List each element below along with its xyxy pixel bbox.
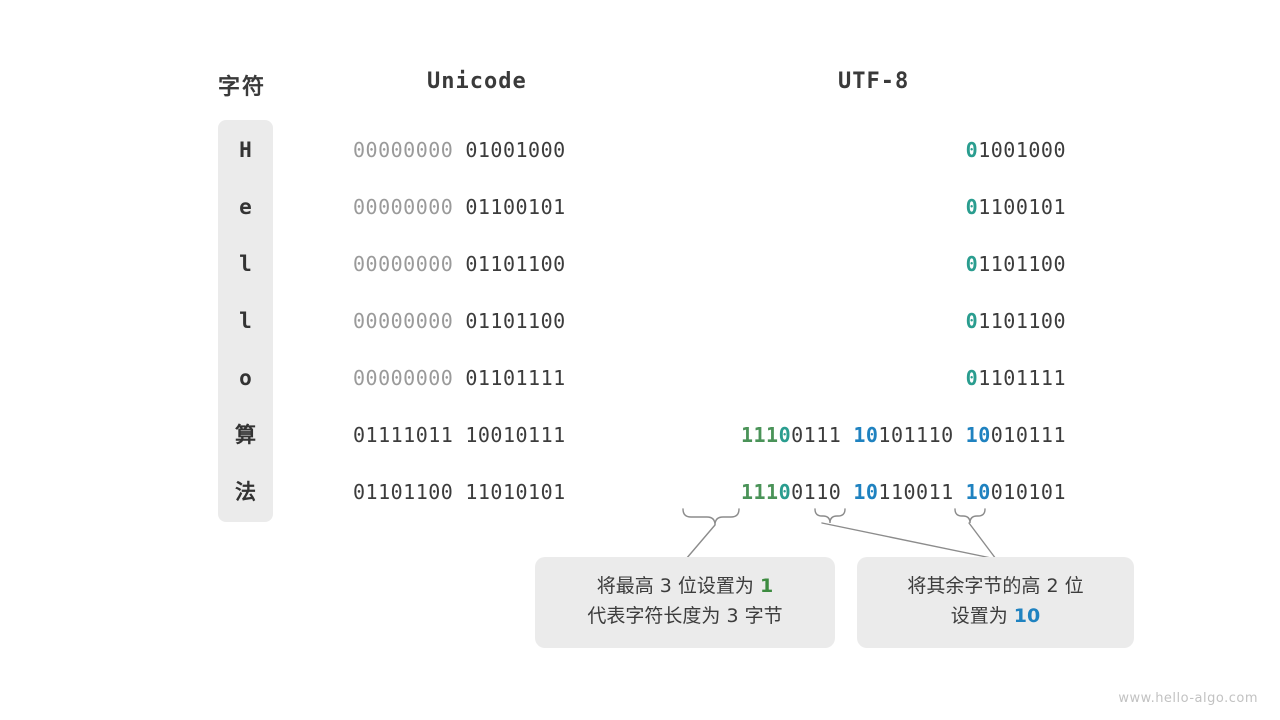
unicode-byte-1: 00000000 [353, 252, 454, 276]
unicode-byte-2: 01101100 [465, 309, 566, 333]
note-text: 设置为 [950, 605, 1014, 627]
utf8-continuation-marker: 10 [965, 423, 991, 447]
utf8-payload: 1100101 [978, 195, 1066, 219]
note-leading-byte: 将最高 3 位设置为 1 代表字符长度为 3 字节 [535, 557, 835, 648]
note-highlight: 1 [759, 575, 774, 597]
utf8-payload: 1001000 [978, 138, 1066, 162]
utf8-payload: 1101100 [978, 309, 1066, 333]
utf8-binary-row: 01101100 [966, 236, 1066, 293]
character-cell: l [239, 309, 252, 333]
utf8-lead-marker: 0 [965, 195, 979, 219]
utf8-binary-row: 01100101 [966, 179, 1066, 236]
unicode-byte-1: 01101100 [353, 480, 454, 504]
unicode-byte-2: 01101111 [465, 366, 566, 390]
unicode-byte-2: 01001000 [465, 138, 566, 162]
unicode-binary-row: 00000000 01101111 [353, 350, 566, 407]
utf8-payload: 101110 [878, 423, 954, 447]
utf8-binary-row: 01101111 [966, 350, 1066, 407]
utf8-length-terminator: 0 [778, 423, 792, 447]
unicode-byte-1: 01111011 [353, 423, 454, 447]
utf8-continuation-marker: 10 [853, 480, 879, 504]
utf8-lead-marker: 0 [965, 252, 979, 276]
note-line: 将最高 3 位设置为 1 [557, 571, 813, 601]
character-column-panel [218, 120, 273, 522]
note-line: 将其余字节的高 2 位 [907, 575, 1084, 597]
unicode-byte-1: 00000000 [353, 195, 454, 219]
utf8-length-marker: 111 [740, 480, 779, 504]
utf8-lead-marker: 0 [965, 138, 979, 162]
unicode-byte-2: 01101100 [465, 252, 566, 276]
unicode-binary-row: 00000000 01001000 [353, 122, 566, 179]
utf8-payload: 110011 [878, 480, 954, 504]
brace-leading-byte [682, 508, 740, 526]
note-continuation-bytes: 将其余字节的高 2 位 设置为 10 [857, 557, 1134, 648]
character-cell: l [239, 252, 252, 276]
character-cell: 算 [235, 423, 256, 447]
note-text: 将最高 3 位设置为 [596, 575, 760, 597]
unicode-binary-row: 00000000 01101100 [353, 236, 566, 293]
unicode-byte-2: 10010111 [465, 423, 566, 447]
watermark: www.hello-algo.com [1118, 691, 1258, 706]
unicode-byte-1: 00000000 [353, 366, 454, 390]
utf8-continuation-marker: 10 [965, 480, 991, 504]
utf8-payload: 1101111 [978, 366, 1066, 390]
column-header-character: 字符 [218, 75, 267, 100]
leader-line-3 [968, 522, 997, 560]
unicode-byte-2: 01100101 [465, 195, 566, 219]
utf8-length-marker: 111 [740, 423, 779, 447]
unicode-binary-row: 01101100 11010101 [353, 464, 566, 521]
leader-line-1 [685, 524, 716, 560]
unicode-binary-row: 00000000 01100101 [353, 179, 566, 236]
unicode-byte-1: 00000000 [353, 309, 454, 333]
utf8-length-terminator: 0 [778, 480, 792, 504]
unicode-binary-row: 01111011 10010111 [353, 407, 566, 464]
character-cell: 法 [235, 480, 256, 504]
unicode-byte-2: 11010101 [465, 480, 566, 504]
note-line: 代表字符长度为 3 字节 [587, 605, 783, 627]
character-cell: e [239, 195, 252, 219]
utf8-payload: 1101100 [978, 252, 1066, 276]
utf8-lead-marker: 0 [965, 366, 979, 390]
utf8-payload: 0111 [791, 423, 842, 447]
note-highlight: 10 [1013, 605, 1041, 627]
unicode-byte-1: 00000000 [353, 138, 454, 162]
utf8-lead-marker: 0 [965, 309, 979, 333]
column-header-utf8: UTF-8 [838, 69, 910, 94]
leader-line-2 [821, 522, 997, 560]
note-line: 设置为 10 [879, 601, 1112, 631]
character-cell: o [239, 366, 252, 390]
utf8-binary-row: 01101100 [966, 293, 1066, 350]
utf8-payload: 010101 [990, 480, 1066, 504]
utf8-binary-row: 01001000 [966, 122, 1066, 179]
unicode-binary-row: 00000000 01101100 [353, 293, 566, 350]
character-cell: H [239, 138, 252, 162]
utf8-payload: 010111 [990, 423, 1066, 447]
utf8-payload: 0110 [791, 480, 842, 504]
column-header-unicode: Unicode [427, 69, 527, 94]
utf8-continuation-marker: 10 [853, 423, 879, 447]
